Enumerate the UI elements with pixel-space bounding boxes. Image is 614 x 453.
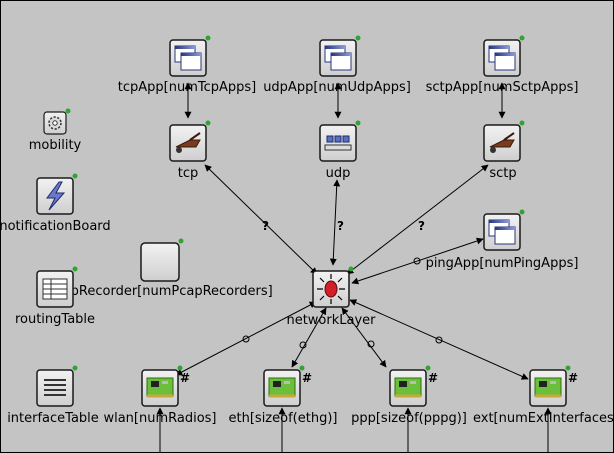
module-notification-board[interactable]: notificationBoard [0, 173, 111, 235]
blank-module-icon [140, 238, 184, 282]
module-label: sctp [489, 166, 516, 181]
module-sctp[interactable]: sctp [483, 120, 525, 182]
module-mobility[interactable]: mobility [29, 108, 82, 154]
module-udp-app[interactable]: udpApp[numUdpApps] [263, 35, 411, 96]
module-label: pingApp[numPingApps] [426, 256, 579, 271]
app-window-icon [483, 209, 525, 251]
module-ping-app[interactable]: pingApp[numPingApps] [426, 209, 579, 272]
app-window-icon [319, 35, 361, 77]
module-label: udp [326, 166, 351, 181]
network-card-icon [389, 365, 431, 407]
table-icon [36, 266, 78, 308]
module-label: mobility [29, 138, 82, 153]
module-ppp[interactable]: # ppp[sizeof(pppg)] [351, 365, 467, 427]
module-label: ppp[sizeof(pppg)] [351, 411, 467, 426]
module-tcp[interactable]: tcp [169, 120, 211, 182]
wheelbarrow-icon [169, 120, 211, 162]
module-label: pcapRecorder[numPcapRecorders] [47, 284, 272, 299]
network-card-icon [263, 365, 305, 407]
module-eth[interactable]: # eth[sizeof(ethg)] [229, 365, 338, 427]
module-label: networkLayer [286, 313, 376, 328]
module-wlan[interactable]: # wlan[numRadios] [103, 365, 217, 427]
vector-mark: # [302, 371, 312, 385]
link-udp-networklayer [329, 179, 341, 266]
module-label: wlan[numRadios] [103, 411, 216, 426]
module-tcp-app[interactable]: tcpApp[numTcpApps] [118, 35, 256, 96]
link-tcp-networklayer [204, 164, 318, 275]
module-label: routingTable [15, 312, 95, 327]
vector-mark: # [568, 371, 578, 385]
app-window-icon [483, 35, 525, 77]
module-label: notificationBoard [0, 219, 111, 234]
router-icon [312, 266, 354, 308]
connections [156, 82, 552, 453]
network-card-icon [141, 365, 183, 407]
module-label: eth[sizeof(ethg)] [229, 411, 338, 426]
module-label: ext[numExtInterfaces] [473, 411, 614, 426]
edge-label-udp: ? [337, 219, 344, 233]
module-pcap-recorder[interactable]: pcapRecorder[numPcapRecorders] [47, 238, 273, 300]
link-networklayer-eth [291, 307, 327, 368]
queue-icon [319, 120, 361, 162]
link-networklayer-ext [349, 299, 529, 380]
module-label: interfaceTable [7, 411, 99, 426]
app-window-icon [169, 35, 211, 77]
module-ext[interactable]: # ext[numExtInterfaces] [473, 365, 614, 427]
edge-label-sctp: ? [418, 219, 425, 233]
list-icon [36, 365, 78, 407]
link-pingapp-networklayer [351, 237, 484, 285]
module-interface-table[interactable]: interfaceTable [7, 365, 99, 427]
edge-label-tcp: ? [262, 219, 269, 233]
lightning-icon [36, 173, 78, 215]
module-label: tcp [178, 166, 199, 181]
vector-mark: # [180, 371, 190, 385]
module-routing-table[interactable]: routingTable [15, 266, 95, 328]
module-label: sctpApp[numSctpApps] [426, 80, 579, 95]
network-card-icon [529, 365, 571, 407]
vector-mark: # [428, 371, 438, 385]
module-udp[interactable]: udp [319, 120, 361, 182]
gear-icon [43, 108, 71, 135]
module-sctp-app[interactable]: sctpApp[numSctpApps] [426, 35, 579, 96]
module-label: udpApp[numUdpApps] [263, 80, 411, 95]
module-network-layer[interactable]: networkLayer [286, 266, 376, 329]
module-label: tcpApp[numTcpApps] [118, 80, 256, 95]
link-gate-dot [413, 257, 421, 265]
wheelbarrow-icon [483, 120, 525, 162]
